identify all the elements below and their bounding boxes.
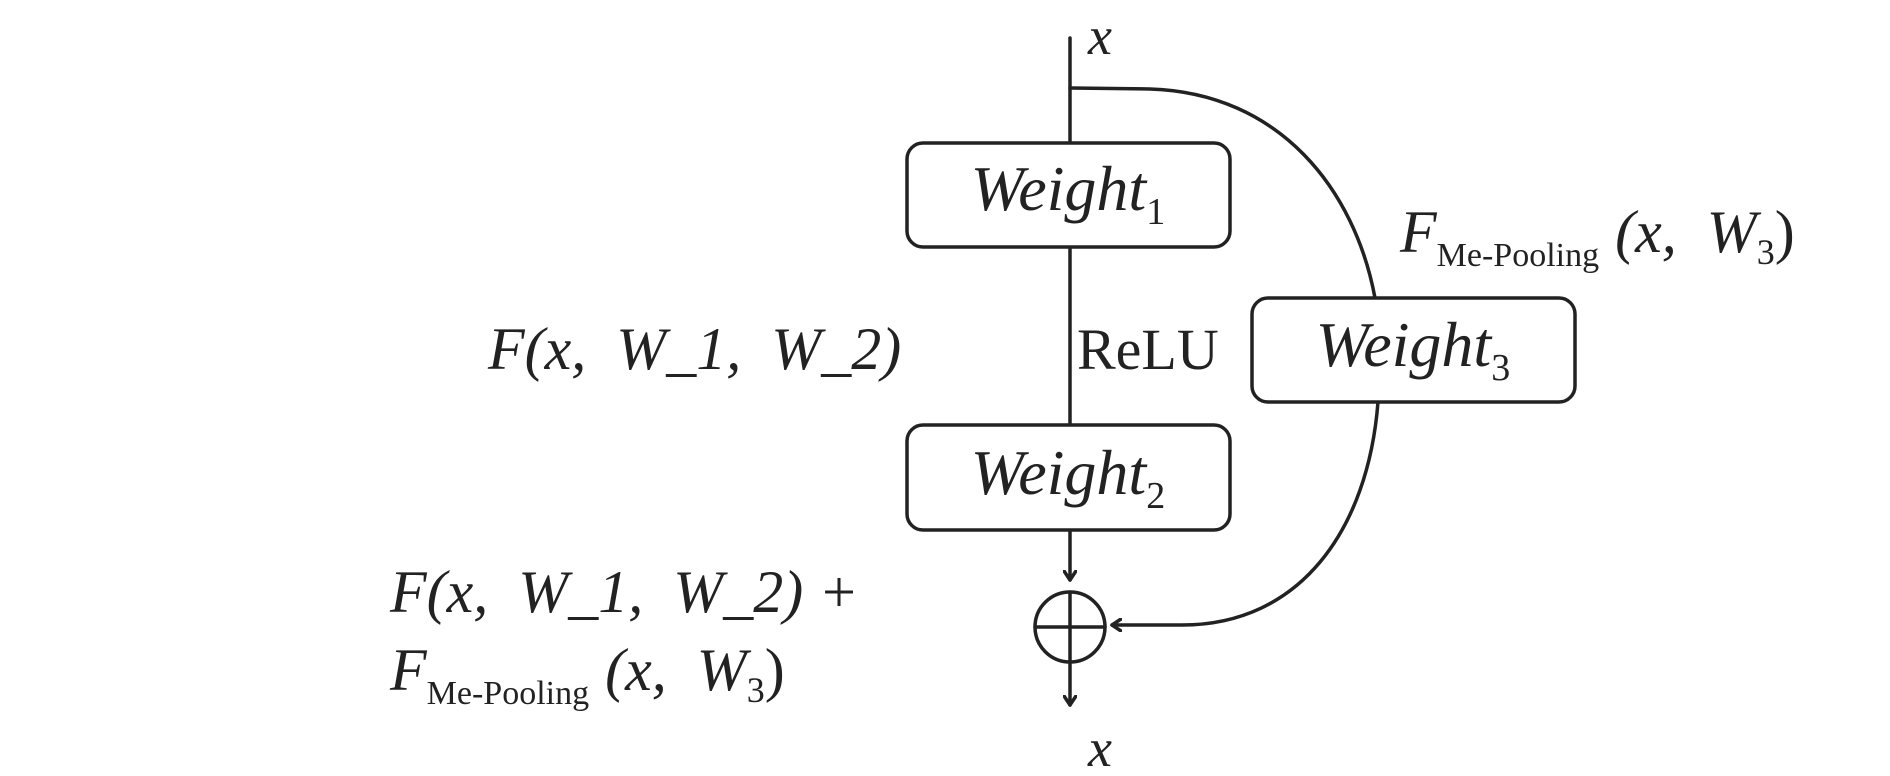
- svg-text:Weight2: Weight2: [971, 437, 1165, 517]
- weight2-subscript: 2: [1146, 475, 1165, 517]
- sum-label-line2: FMe-Pooling(x, W3): [389, 637, 785, 712]
- svg-text:Weight1: Weight1: [971, 153, 1165, 233]
- svg-text:Weight3: Weight3: [1316, 309, 1510, 389]
- skip-connection-top-curve: [1068, 86, 1377, 300]
- weight2-label: Weight: [971, 437, 1149, 508]
- input-label: x: [1087, 6, 1112, 66]
- weight3-subscript: 3: [1491, 347, 1510, 389]
- weight1-node: Weight1: [905, 141, 1232, 249]
- residual-function-label: F(x, W_1, W_2): [487, 316, 901, 382]
- sum-label-line1: F(x, W_1, W_2) +: [389, 559, 859, 625]
- weight3-node: Weight3: [1250, 296, 1577, 404]
- output-label: x: [1087, 718, 1112, 776]
- weight1-subscript: 1: [1146, 191, 1165, 233]
- weight3-label: Weight: [1316, 309, 1494, 380]
- weight2-node: Weight2: [905, 423, 1232, 532]
- activation-label: ReLU: [1077, 317, 1219, 382]
- skip-connection-bottom-curve: [1110, 400, 1380, 625]
- sum-node: [1033, 590, 1107, 664]
- pooling-function-label: FMe-Pooling(x, W3): [1399, 199, 1795, 274]
- weight1-label: Weight: [971, 153, 1149, 224]
